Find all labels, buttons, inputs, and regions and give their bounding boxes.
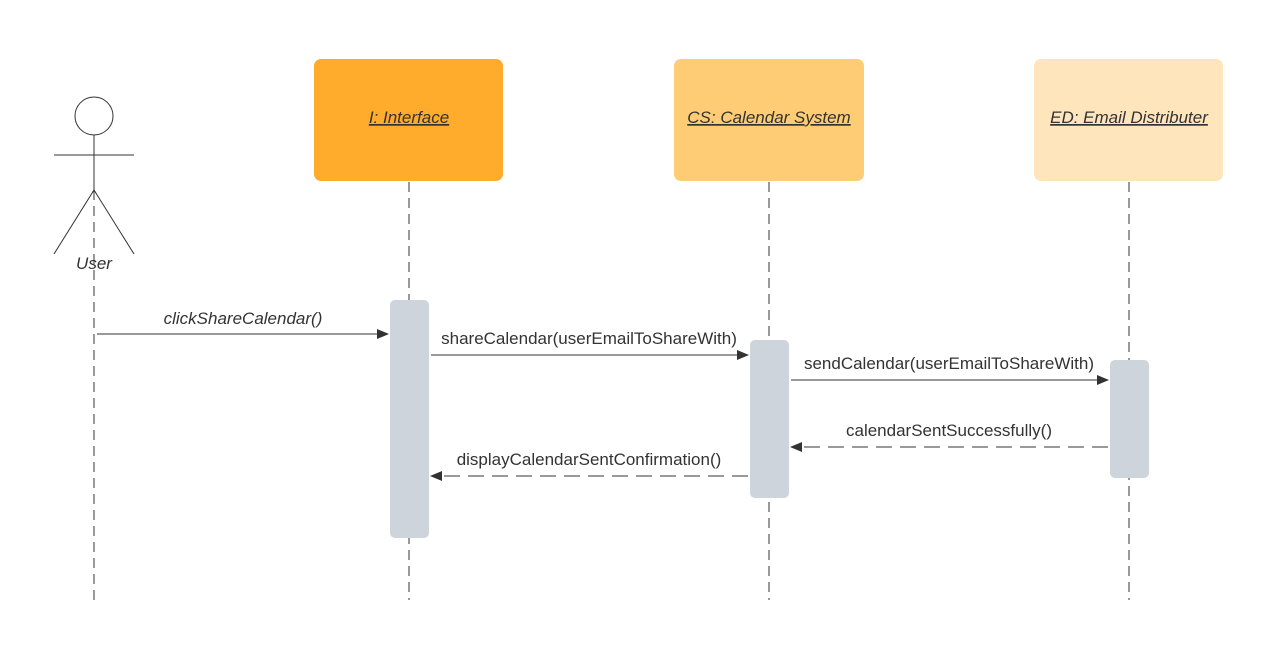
actor-user-label: User xyxy=(76,254,113,273)
participant-interface-label: I: Interface xyxy=(369,108,449,127)
activation-interface xyxy=(390,300,429,538)
activation-calendar-system xyxy=(750,340,789,498)
message-label-click-share-calendar: clickShareCalendar() xyxy=(164,309,323,328)
participant-calendar-system-box xyxy=(674,59,864,181)
participant-email-distributer-box xyxy=(1034,59,1223,181)
message-label-share-calendar: shareCalendar(userEmailToShareWith) xyxy=(441,329,737,348)
participant-calendar-system-label: CS: Calendar System xyxy=(687,108,850,127)
actor-user xyxy=(53,96,135,255)
message-label-send-calendar: sendCalendar(userEmailToShareWith) xyxy=(804,354,1094,373)
participant-interface-box xyxy=(314,59,503,181)
participant-email-distributer-label: ED: Email Distributer xyxy=(1050,108,1209,127)
message-label-display-calendar-sent-confirmation: displayCalendarSentConfirmation() xyxy=(457,450,722,469)
activation-email-distributer xyxy=(1110,360,1149,478)
message-label-calendar-sent-successfully: calendarSentSuccessfully() xyxy=(846,421,1052,440)
